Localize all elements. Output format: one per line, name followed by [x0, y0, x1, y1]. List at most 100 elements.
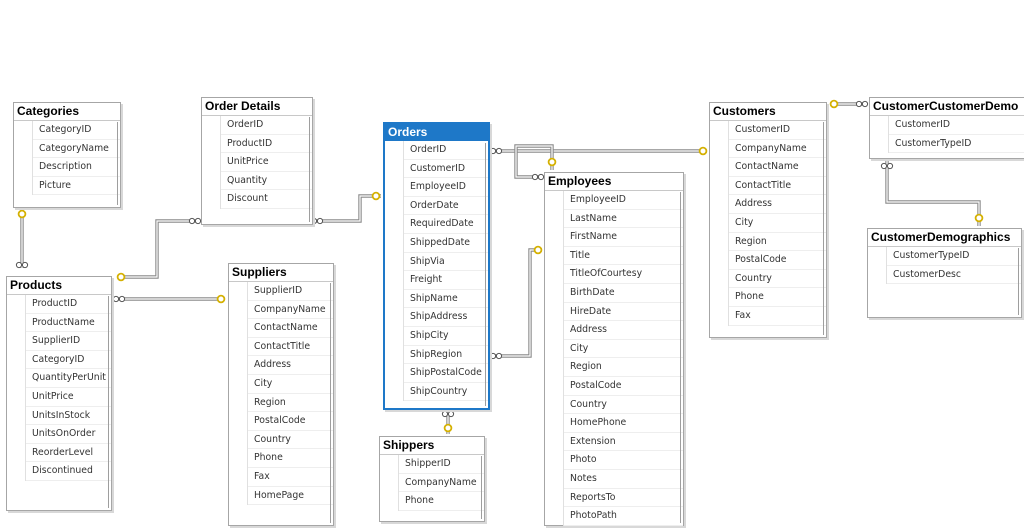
column-row[interactable]: CompanyName — [399, 474, 484, 493]
column-row[interactable]: HireDate — [564, 303, 683, 322]
table-title[interactable]: Customers — [710, 103, 826, 121]
column-row[interactable]: Region — [248, 394, 333, 413]
relationship-customers-ccd[interactable] — [829, 99, 869, 109]
column-row[interactable]: PostalCode — [729, 251, 826, 270]
column-row[interactable]: ShipVia — [404, 253, 488, 272]
column-row[interactable]: Phone — [729, 288, 826, 307]
column-row[interactable]: City — [564, 340, 683, 359]
column-row[interactable]: Country — [248, 431, 333, 450]
column-row[interactable]: ContactTitle — [248, 338, 333, 357]
table-title[interactable]: Products — [7, 277, 111, 295]
column-row[interactable]: ContactName — [248, 319, 333, 338]
column-row[interactable]: ReportsTo — [564, 489, 683, 508]
column-row[interactable]: CustomerTypeID — [889, 135, 1024, 154]
column-row[interactable]: ShippedDate — [404, 234, 488, 253]
column-row[interactable]: ShipPostalCode — [404, 364, 488, 383]
column-row[interactable]: ShipperID — [399, 455, 484, 474]
column-row[interactable]: ShipCountry — [404, 383, 488, 402]
column-row[interactable]: CustomerID — [729, 121, 826, 140]
column-row[interactable]: ProductName — [26, 314, 111, 333]
column-row[interactable]: CategoryID — [33, 121, 120, 140]
column-row[interactable]: Notes — [564, 470, 683, 489]
column-row[interactable]: Country — [729, 270, 826, 289]
column-row[interactable]: BirthDate — [564, 284, 683, 303]
column-row[interactable]: CustomerTypeID — [887, 247, 1021, 266]
table-title[interactable]: Shippers — [380, 437, 484, 455]
column-row[interactable]: Address — [729, 195, 826, 214]
column-row[interactable]: LastName — [564, 210, 683, 229]
column-row[interactable]: ShipCity — [404, 327, 488, 346]
table-title[interactable]: Categories — [14, 103, 120, 121]
table-title[interactable]: CustomerDemographics — [868, 229, 1021, 247]
column-row[interactable]: OrderDate — [404, 197, 488, 216]
column-row[interactable]: Extension — [564, 433, 683, 452]
column-row[interactable]: ProductID — [26, 295, 111, 314]
relationship-products-suppliers[interactable] — [112, 294, 226, 304]
column-row[interactable]: ProductID — [221, 135, 312, 154]
column-row[interactable]: Region — [564, 358, 683, 377]
column-row[interactable]: PhotoPath — [564, 507, 683, 526]
column-row[interactable]: EmployeeID — [564, 191, 683, 210]
column-row[interactable]: PostalCode — [248, 412, 333, 431]
column-row[interactable]: Photo — [564, 451, 683, 470]
relationship-categories-products[interactable] — [15, 209, 29, 269]
column-row[interactable]: Title — [564, 247, 683, 266]
column-row[interactable]: Fax — [248, 468, 333, 487]
column-row[interactable]: HomePage — [248, 487, 333, 506]
table-title[interactable]: Suppliers — [229, 264, 333, 282]
column-row[interactable]: TitleOfCourtesy — [564, 265, 683, 284]
relationship-orders-employees[interactable] — [489, 245, 543, 360]
column-row[interactable]: City — [729, 214, 826, 233]
relationship-orders-orderdetails[interactable] — [310, 191, 381, 225]
column-row[interactable]: Country — [564, 396, 683, 415]
column-row[interactable]: PostalCode — [564, 377, 683, 396]
column-row[interactable]: ShipName — [404, 290, 488, 309]
column-row[interactable]: ReorderLevel — [26, 444, 111, 463]
table-title[interactable]: Order Details — [202, 98, 312, 116]
column-row[interactable]: CustomerID — [889, 116, 1024, 135]
column-row[interactable]: ContactName — [729, 158, 826, 177]
column-row[interactable]: EmployeeID — [404, 178, 488, 197]
column-row[interactable]: Description — [33, 158, 120, 177]
relationship-orders-shippers[interactable] — [441, 410, 455, 434]
column-row[interactable]: SupplierID — [26, 332, 111, 351]
table-title[interactable]: Orders — [385, 124, 488, 141]
column-row[interactable]: Fax — [729, 307, 826, 326]
column-row[interactable]: CategoryName — [33, 140, 120, 159]
column-row[interactable]: UnitsOnOrder — [26, 425, 111, 444]
column-row[interactable]: ShipRegion — [404, 346, 488, 365]
column-row[interactable]: Address — [248, 356, 333, 375]
column-row[interactable]: Discontinued — [26, 462, 111, 481]
table-title[interactable]: CustomerCustomerDemo — [870, 98, 1024, 116]
column-row[interactable]: Address — [564, 321, 683, 340]
column-row[interactable]: Discount — [221, 190, 312, 209]
column-row[interactable]: CompanyName — [248, 301, 333, 320]
relationship-ccd-demographics[interactable] — [880, 161, 984, 226]
column-row[interactable]: Phone — [248, 449, 333, 468]
column-row[interactable]: RequiredDate — [404, 215, 488, 234]
table-title[interactable]: Employees — [545, 173, 683, 191]
column-row[interactable]: ShipAddress — [404, 308, 488, 327]
column-row[interactable]: QuantityPerUnit — [26, 369, 111, 388]
column-row[interactable]: SupplierID — [248, 282, 333, 301]
column-row[interactable]: CustomerDesc — [887, 266, 1021, 285]
column-row[interactable]: City — [248, 375, 333, 394]
relationship-orders-customers[interactable] — [489, 146, 708, 156]
column-row[interactable]: UnitsInStock — [26, 407, 111, 426]
column-row[interactable]: UnitPrice — [221, 153, 312, 172]
column-row[interactable]: CustomerID — [404, 160, 488, 179]
column-row[interactable]: CategoryID — [26, 351, 111, 370]
column-row[interactable]: ContactTitle — [729, 177, 826, 196]
column-row[interactable]: FirstName — [564, 228, 683, 247]
column-row[interactable]: HomePhone — [564, 414, 683, 433]
